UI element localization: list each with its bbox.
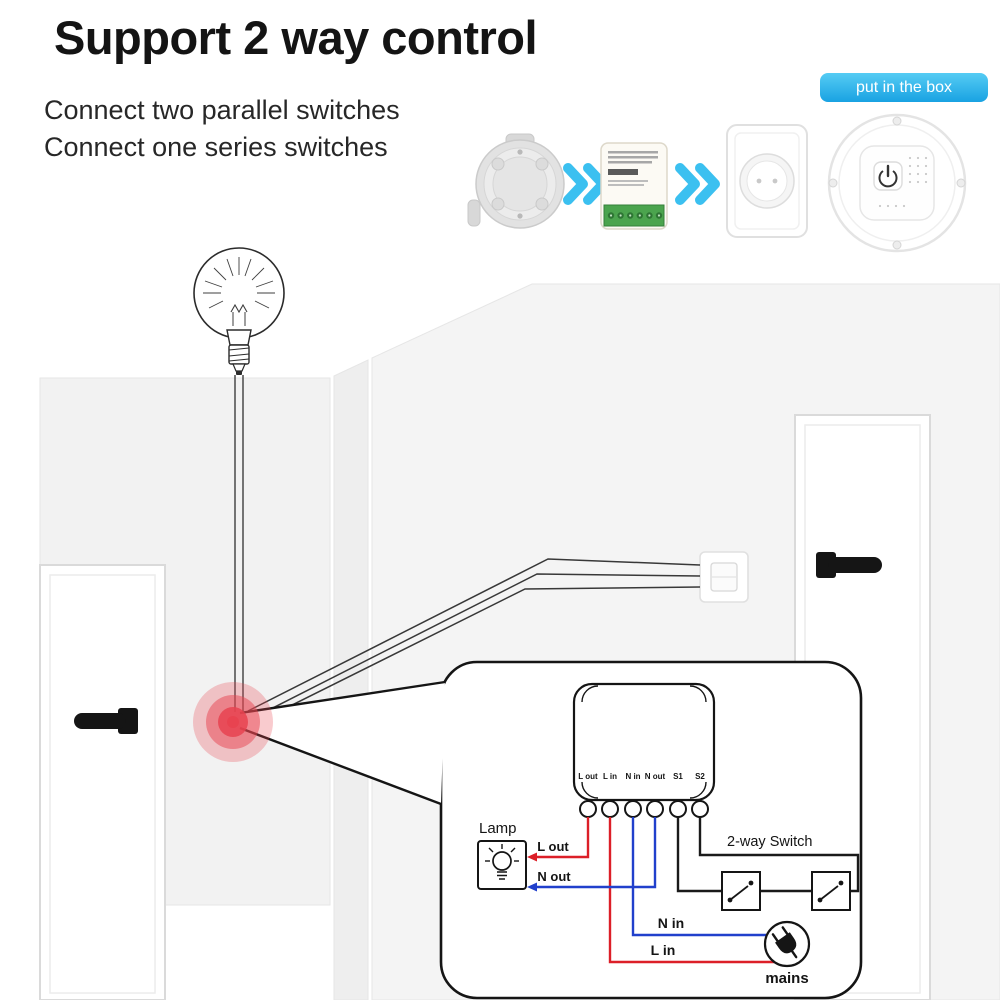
two-way-switch-symbol-1 — [721, 871, 761, 911]
n-out-label: N out — [537, 869, 571, 884]
bulb-cord — [234, 375, 244, 712]
junction-box-illustration — [467, 133, 565, 229]
subtitle-line-2: Connect one series switches — [44, 132, 388, 162]
mains-label: mains — [765, 970, 808, 987]
corner-arcs — [581, 685, 707, 799]
wire-highlight — [193, 682, 273, 762]
arrow-n-out-icon — [527, 882, 537, 892]
left-door — [39, 564, 166, 1000]
wire-n-in — [631, 817, 766, 937]
two-way-switch-label: 2-way Switch — [727, 834, 812, 850]
right-door-handle-icon — [816, 552, 882, 578]
wiring-diagram: L out L in N in N out S1 S2 — [477, 682, 860, 987]
terminal-label: L in — [603, 772, 617, 781]
callout-bubble — [239, 660, 863, 1000]
two-way-switch-symbol-2 — [811, 871, 851, 911]
wire-l-in — [608, 817, 774, 964]
subtitle: Connect two parallel switches Connect on… — [44, 92, 400, 166]
terminal-label: N in — [625, 772, 640, 781]
chevron-right-icon — [563, 163, 608, 205]
wire-s1 — [676, 817, 722, 893]
arrow-l-out-icon — [527, 852, 537, 862]
wall-corner-strip — [333, 359, 369, 1000]
chevron-right-icon — [675, 163, 720, 205]
terminal-block — [603, 204, 665, 227]
left-door-handle-icon — [74, 708, 138, 734]
power-button-icon — [873, 161, 903, 191]
module-schematic: L out L in N in N out S1 S2 — [572, 682, 716, 818]
installation-steps — [467, 113, 967, 253]
terminal-label: S1 — [673, 772, 683, 781]
wire-l-out — [536, 817, 590, 859]
light-bulb-icon — [193, 247, 285, 712]
terminal-label: S2 — [695, 772, 705, 781]
page-title: Support 2 way control — [54, 11, 538, 64]
terminal-label: L out — [578, 772, 598, 781]
smart-module-illustration — [600, 142, 668, 230]
lamp-icon-box — [477, 840, 527, 890]
wire-s2 — [698, 817, 860, 893]
lamp-label: Lamp — [479, 820, 517, 837]
bubble-body — [439, 660, 863, 1000]
l-out-label: L out — [537, 839, 569, 854]
bubble-tail-edge — [239, 680, 446, 715]
bulb-filament — [230, 303, 248, 314]
left-door-panel — [39, 564, 166, 1000]
subtitle-line-1: Connect two parallel switches — [44, 95, 400, 125]
lamp-rays — [485, 844, 519, 862]
n-in-label: N in — [658, 915, 684, 931]
wall-plate-illustration — [726, 124, 808, 238]
round-box-module-illustration — [827, 113, 967, 253]
wire-n-out — [536, 817, 657, 889]
speaker-dots — [878, 156, 928, 208]
left-door-inner-frame — [49, 574, 156, 994]
bulb-rays — [203, 257, 275, 309]
wall-switch — [699, 551, 749, 603]
put-in-the-box-badge: put in the box — [820, 73, 988, 102]
bubble-tail — [240, 682, 445, 804]
terminal-label: N out — [645, 772, 666, 781]
l-in-label: L in — [651, 942, 676, 958]
lamp-base — [497, 871, 507, 880]
mains-plug-icon — [763, 920, 811, 968]
in-wall-wires — [247, 558, 701, 728]
bubble-tail-edge — [239, 726, 442, 806]
